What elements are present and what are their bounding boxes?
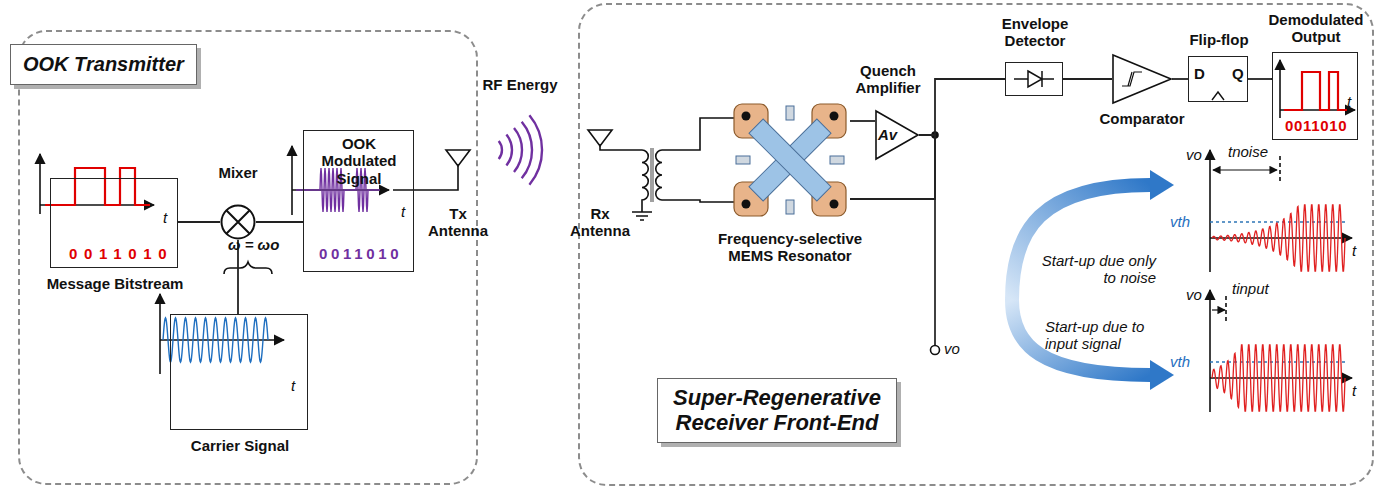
node-label: Mixer: [208, 164, 268, 181]
axis: [159, 294, 161, 374]
resonator-wire: [662, 118, 734, 202]
mixer-symbol: Mixer: [220, 204, 256, 240]
node-label: Flip-flop: [1179, 31, 1259, 48]
node-text: t: [163, 209, 167, 226]
axis: [1209, 150, 1211, 272]
bitstream-wave: [45, 168, 150, 205]
time-span-arrow: [1212, 309, 1225, 310]
signal-wire: [256, 221, 303, 223]
annotation-label: Start-up due only to noise: [1028, 252, 1156, 287]
plot-box: OOK Modulated Signal t 0011010: [303, 130, 414, 272]
rf-waves: [499, 115, 542, 184]
circle-outline: [220, 204, 256, 240]
annotation-label: t: [1352, 242, 1356, 259]
waveforms: [45, 72, 1347, 411]
node-label: Carrier Signal: [171, 437, 309, 454]
node-label: Envelope Detector: [995, 15, 1075, 50]
signal-wire: [1248, 78, 1272, 80]
node-label: Demodulated Output: [1256, 11, 1376, 46]
signal-wire: [850, 120, 875, 122]
receiver-region: Super-Regenerative Receiver Front-End Fre…: [578, 3, 1374, 486]
tx-wire: [393, 164, 458, 190]
plot-box: Message Bitstreamt0011010: [50, 178, 178, 268]
node-text: Q: [1232, 65, 1244, 82]
demodulated-wave: [1284, 72, 1347, 110]
flip-flop: Flip-flopDQ: [1188, 56, 1248, 102]
node-text: t: [401, 203, 405, 220]
annotation-label: vth: [1170, 213, 1190, 230]
env-outline: [1006, 63, 1062, 95]
annotation-label: vo: [1186, 146, 1202, 163]
signal-wire: [1172, 78, 1188, 80]
signal-wire: [919, 79, 1005, 135]
node-text: 0011010: [319, 245, 402, 262]
period-brace: [224, 262, 272, 274]
plot-box: Demodulated Outputt0011010: [1272, 52, 1358, 140]
annotation-label: ω = ωo: [228, 236, 279, 253]
tx-antenna: [446, 150, 470, 166]
time-tick: [1279, 156, 1281, 184]
node-label: Frequency-selective MEMS Resonator: [705, 230, 875, 265]
annotation-label: vo: [1186, 286, 1202, 303]
node-text: 0011010: [69, 245, 173, 262]
startup-wave: [1212, 345, 1345, 411]
node-text: Av: [878, 126, 897, 143]
node-label: Message Bitstream: [41, 275, 189, 292]
node-label: OOK Transmitter: [10, 44, 197, 85]
transformer-secondary: [656, 150, 662, 200]
carrier-wave: [163, 318, 268, 362]
node-text: t: [1347, 93, 1351, 110]
node-label: Comparator: [1092, 110, 1192, 127]
plot-box: Carrier Signalt: [170, 314, 308, 430]
signal-wire: [178, 221, 220, 223]
envelope-detector: Envelope Detector: [1005, 62, 1063, 96]
time-span-arrow: [1213, 169, 1277, 170]
startup-arrowhead: [1150, 170, 1174, 200]
annotation-label: Start-up due to input signal: [1045, 318, 1173, 353]
quench-amplifier: Quench AmplifierAv: [875, 110, 919, 160]
annotation-label: tnoise: [1228, 143, 1268, 160]
signal-wire: [1063, 78, 1112, 80]
node-label: Quench Amplifier: [850, 62, 926, 97]
comparator: Comparator: [1112, 54, 1172, 104]
mems-resonator: Frequency-selective MEMS Resonator: [730, 100, 850, 220]
annotation-label: vth: [1170, 353, 1190, 370]
startup-wave: [1212, 205, 1345, 271]
axis: [291, 146, 293, 215]
transformer-core: [651, 148, 653, 202]
axis: [1209, 290, 1211, 412]
node-text: D: [1194, 65, 1205, 82]
node-text: t: [291, 377, 295, 394]
node-label: OOK Modulated Signal: [308, 135, 410, 187]
annotation-label: Tx Antenna: [424, 205, 492, 240]
rx-antenna: [588, 130, 612, 146]
output-terminal: [931, 346, 940, 355]
ground-symbol: [632, 212, 652, 220]
annotation-label: Rx Antenna: [566, 205, 634, 240]
node-label: Super-Regenerative Receiver Front-End: [657, 378, 897, 443]
comp-outline: [1112, 54, 1172, 104]
annotation-label: RF Energy: [470, 76, 570, 93]
node-text: 0011010: [1285, 117, 1347, 134]
mems-outline: [730, 100, 850, 220]
time-tick: [1225, 296, 1227, 324]
transmitter-region: OOK TransmitterMessage Bitstreamt0011010…: [18, 30, 478, 485]
annotation-label: vo: [944, 340, 960, 357]
annotation-label: t: [1352, 382, 1356, 399]
rx-wire: [600, 144, 642, 150]
transformer-primary: [642, 150, 648, 212]
annotation-label: tinput: [1232, 280, 1269, 297]
